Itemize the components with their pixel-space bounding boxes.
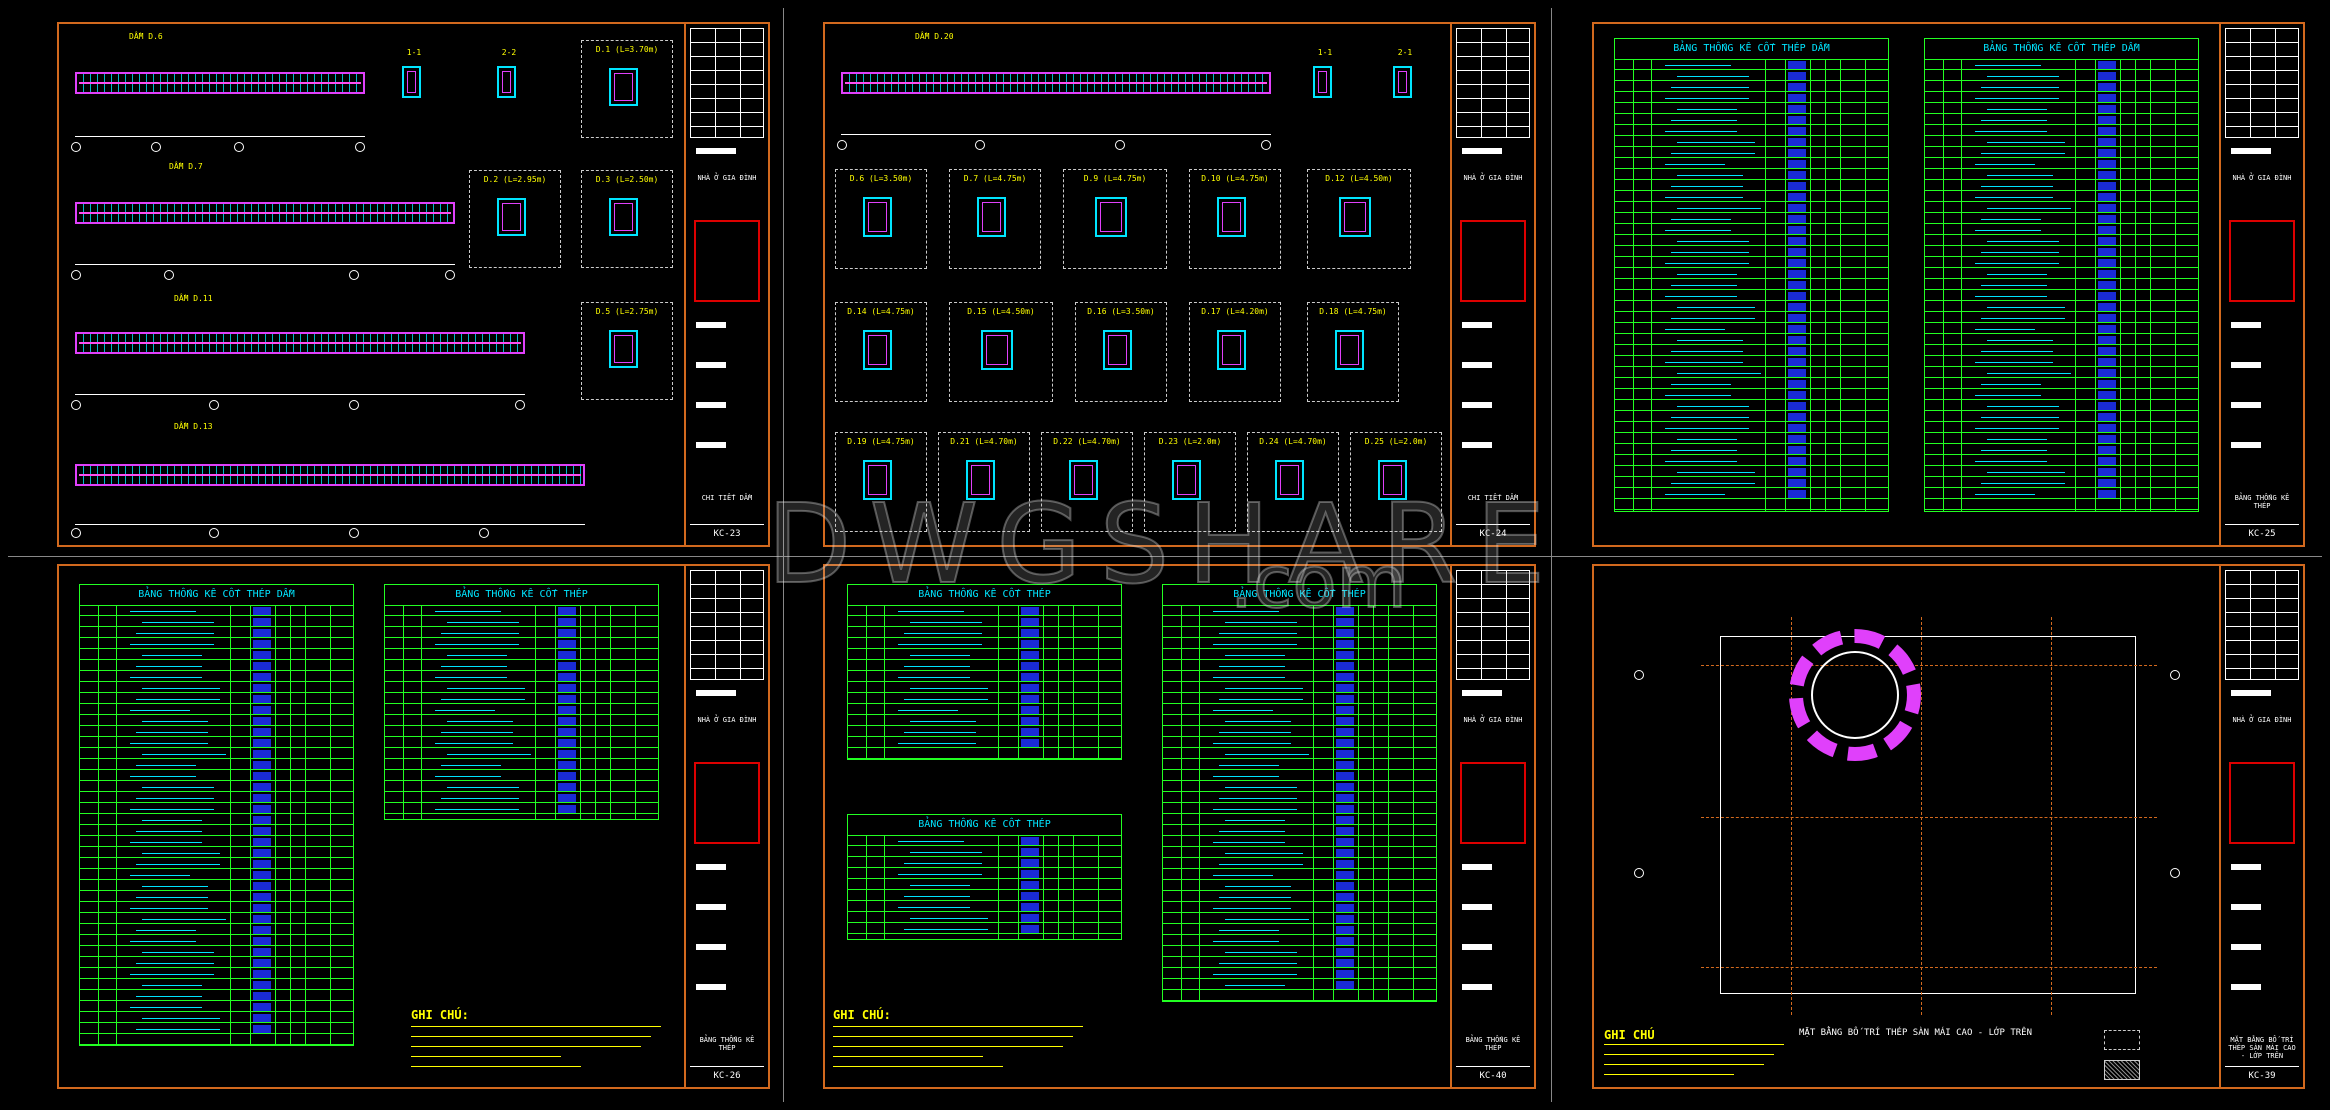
section-detail[interactable]: D.19 (L=4.75m): [835, 432, 927, 532]
beam-drawing: [841, 72, 1271, 94]
beam-label: DẦM D.7: [169, 162, 203, 171]
sheet-code: KC-23: [690, 524, 764, 539]
notes-title: GHI CHÚ: [1604, 1028, 1655, 1042]
beam-label: DẦM D.20: [915, 32, 954, 41]
section-detail[interactable]: D.25 (L=2.0m): [1350, 432, 1442, 532]
plan-title: MẶT BẰNG BỐ TRÍ THÉP SÀN MÁI CAO - LỚP T…: [1799, 1028, 2032, 1038]
beam-drawing: [75, 202, 455, 224]
section-detail[interactable]: D.24 (L=4.70m): [1247, 432, 1339, 532]
section-detail[interactable]: D.6 (L=3.50m): [835, 169, 927, 269]
sheet-code: KC-25: [2225, 524, 2299, 539]
sheet-title: BẢNG THỐNG KÊ THÉP: [2234, 494, 2290, 510]
beam-drawing: [75, 72, 365, 94]
section-detail[interactable]: 2-1: [1375, 44, 1435, 124]
beam-label: DẦM D.13: [174, 422, 213, 431]
watermark: DWGSHARE: [766, 479, 1564, 609]
horizontal-divider: [8, 556, 2322, 557]
project-name: NHÀ Ở GIA ĐÌNH: [2232, 716, 2292, 724]
section-detail[interactable]: D.7 (L=4.75m): [949, 169, 1041, 269]
sheet-code: KC-24: [1456, 524, 1530, 539]
sheet-kc-24[interactable]: DẦM D.20 1-1 2-1 D.6 (L=3.50m) D.7 (L=4.…: [823, 22, 1536, 547]
project-name: NHÀ Ở GIA ĐÌNH: [697, 174, 757, 182]
table-title: BẢNG THỐNG KÊ CỐT THÉP DẦM: [1925, 39, 2198, 60]
section-detail[interactable]: D.2 (L=2.95m): [469, 170, 561, 268]
watermark-suffix: .com: [1229, 539, 1408, 625]
title-block: NHÀ Ở GIA ĐÌNH CHI TIẾT DẦM KC-23: [684, 24, 768, 545]
notes-title: GHI CHÚ:: [833, 1008, 891, 1022]
project-name: NHÀ Ở GIA ĐÌNH: [2232, 174, 2292, 182]
floor-plan[interactable]: [1701, 617, 2157, 1015]
title-block: NHÀ Ở GIA ĐÌNH BẢNG THỐNG KÊ THÉP KC-26: [684, 566, 768, 1087]
section-detail[interactable]: D.15 (L=4.50m): [949, 302, 1053, 402]
vertical-divider-left: [783, 8, 784, 1102]
section-detail[interactable]: D.5 (L=2.75m): [581, 302, 673, 400]
rebar-table[interactable]: BẢNG THỐNG KÊ CỐT THÉP: [1162, 584, 1437, 1002]
project-name: NHÀ Ở GIA ĐÌNH: [1463, 716, 1523, 724]
project-name: NHÀ Ở GIA ĐÌNH: [697, 716, 757, 724]
section-detail[interactable]: D.3 (L=2.50m): [581, 170, 673, 268]
beam-drawing: [75, 464, 585, 486]
table-title: BẢNG THỐNG KÊ CỐT THÉP DẦM: [1615, 39, 1888, 60]
title-block: NHÀ Ở GIA ĐÌNH CHI TIẾT DẦM KC-24: [1450, 24, 1534, 545]
section-detail[interactable]: D.14 (L=4.75m): [835, 302, 927, 402]
sheet-kc-40[interactable]: BẢNG THỐNG KÊ CỐT THÉP BẢNG THỐNG KÊ CỐT…: [823, 564, 1536, 1089]
section-detail[interactable]: D.9 (L=4.75m): [1063, 169, 1167, 269]
beam-label: DẦM D.11: [174, 294, 213, 303]
sheet-kc-23[interactable]: DẦM D.6 DẦM D.7 DẦM D.11 DẦM D.13 1-1 2-…: [57, 22, 770, 547]
section-detail[interactable]: D.18 (L=4.75m): [1307, 302, 1399, 402]
section-detail[interactable]: D.22 (L=4.70m): [1041, 432, 1133, 532]
section-detail[interactable]: D.21 (L=4.70m): [938, 432, 1030, 532]
sheet-kc-25[interactable]: BẢNG THỐNG KÊ CỐT THÉP DẦM BẢNG THỐNG KÊ…: [1592, 22, 2305, 547]
sheet-code: KC-40: [1456, 1066, 1530, 1081]
rebar-table[interactable]: BẢNG THỐNG KÊ CỐT THÉP DẦM: [79, 584, 354, 1046]
beam-label: DẦM D.6: [129, 32, 163, 41]
section-detail[interactable]: 1-1: [384, 44, 444, 124]
sheet-title: CHI TIẾT DẦM: [1467, 494, 1519, 502]
section-detail[interactable]: D.10 (L=4.75m): [1189, 169, 1281, 269]
table-title: BẢNG THỐNG KÊ CỐT THÉP: [848, 815, 1121, 836]
rebar-table[interactable]: BẢNG THỐNG KÊ CỐT THÉP: [847, 814, 1122, 940]
sheet-title: BẢNG THỐNG KÊ THÉP: [1465, 1036, 1521, 1052]
title-block: NHÀ Ở GIA ĐÌNH BẢNG THỐNG KÊ THÉP KC-40: [1450, 566, 1534, 1087]
sheet-kc-39[interactable]: MẶT BẰNG BỐ TRÍ THÉP SÀN MÁI CAO - LỚP T…: [1592, 564, 2305, 1089]
sheet-kc-26[interactable]: BẢNG THỐNG KÊ CỐT THÉP DẦM BẢNG THỐNG KÊ…: [57, 564, 770, 1089]
section-detail[interactable]: D.16 (L=3.50m): [1075, 302, 1167, 402]
section-detail[interactable]: D.1 (L=3.70m): [581, 40, 673, 138]
project-name: NHÀ Ở GIA ĐÌNH: [1463, 174, 1523, 182]
sheet-code: KC-39: [2225, 1066, 2299, 1081]
sheet-title: BẢNG THỐNG KÊ THÉP: [699, 1036, 755, 1052]
vertical-divider-right: [1551, 8, 1552, 1102]
beam-drawing: [75, 332, 525, 354]
section-detail[interactable]: D.23 (L=2.0m): [1144, 432, 1236, 532]
sheet-title: MẶT BẰNG BỐ TRÍ THÉP SÀN MÁI CAO - LỚP T…: [2228, 1036, 2296, 1060]
rebar-table[interactable]: BẢNG THỐNG KÊ CỐT THÉP DẦM: [1924, 38, 2199, 512]
sheet-title: CHI TIẾT DẦM: [701, 494, 753, 502]
rebar-table[interactable]: BẢNG THỐNG KÊ CỐT THÉP DẦM: [1614, 38, 1889, 512]
sheet-code: KC-26: [690, 1066, 764, 1081]
rebar-table[interactable]: BẢNG THỐNG KÊ CỐT THÉP: [384, 584, 659, 820]
section-detail[interactable]: 1-1: [1295, 44, 1355, 124]
notes-title: GHI CHÚ:: [411, 1008, 469, 1022]
rebar-table[interactable]: BẢNG THỐNG KÊ CỐT THÉP: [847, 584, 1122, 760]
section-detail[interactable]: D.12 (L=4.50m): [1307, 169, 1411, 269]
section-detail[interactable]: D.17 (L=4.20m): [1189, 302, 1281, 402]
section-detail[interactable]: 2-2: [479, 44, 539, 124]
title-block: NHÀ Ở GIA ĐÌNH MẶT BẰNG BỐ TRÍ THÉP SÀN …: [2219, 566, 2303, 1087]
title-block: NHÀ Ở GIA ĐÌNH BẢNG THỐNG KÊ THÉP KC-25: [2219, 24, 2303, 545]
